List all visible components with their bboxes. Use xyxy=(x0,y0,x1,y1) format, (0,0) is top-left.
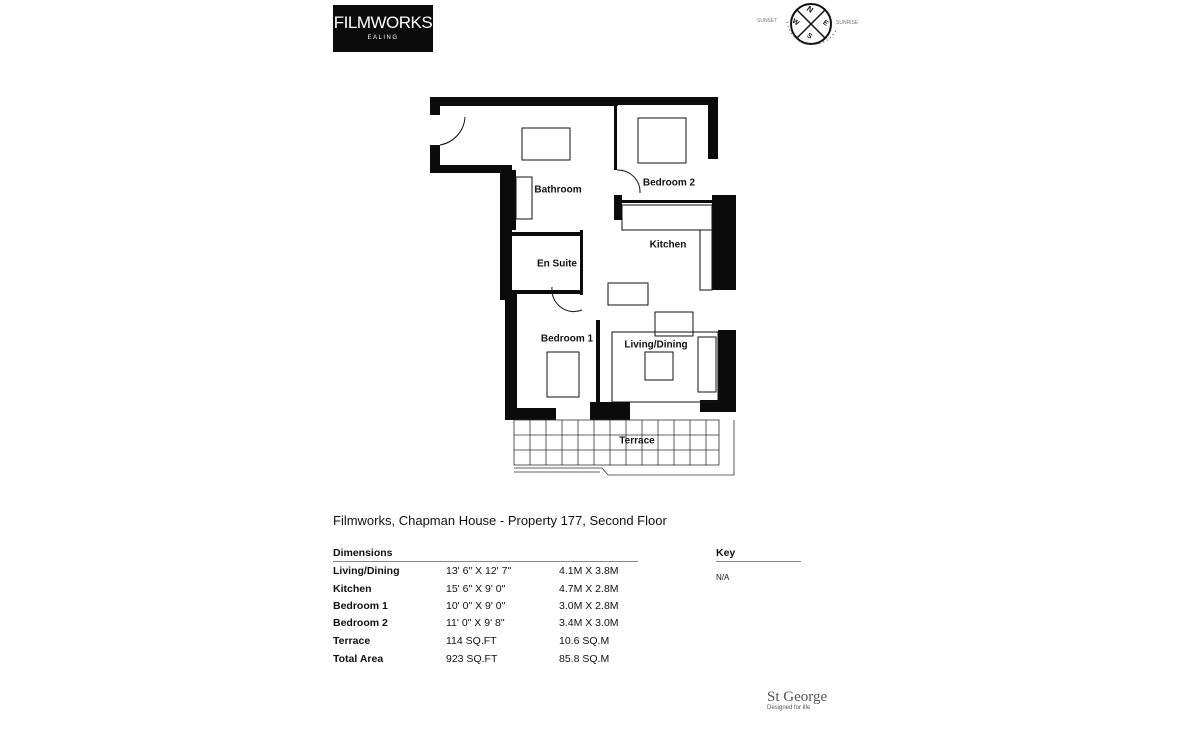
imperial-dim: 15' 6" X 9' 0" xyxy=(446,583,506,595)
sunrise-label: SUNRISE xyxy=(836,20,859,26)
room-name: Living/Dining xyxy=(333,565,400,577)
filmworks-logo: FILMWORKS EALING xyxy=(333,5,433,52)
fixtures xyxy=(439,116,719,403)
logo-name: FILMWORKS xyxy=(333,13,433,32)
dimensions-divider xyxy=(333,561,638,562)
metric-dim: 85.8 SQ.M xyxy=(559,653,610,665)
metric-dim: 3.4M X 3.0M xyxy=(559,617,619,629)
room-name: Total Area xyxy=(333,653,384,665)
room-name: Terrace xyxy=(333,635,371,647)
sunset-label: SUNSET xyxy=(757,18,778,24)
room-name: Kitchen xyxy=(333,583,372,595)
metric-dim: 4.7M X 2.8M xyxy=(559,583,619,595)
dimensions-header: Dimensions xyxy=(333,547,393,559)
room-name: Bedroom 1 xyxy=(333,600,388,612)
property-title: Filmworks, Chapman House - Property 177,… xyxy=(333,513,667,528)
imperial-dim: 923 SQ.FT xyxy=(446,653,498,665)
room-name: Bedroom 2 xyxy=(333,617,388,629)
metric-dim: 4.1M X 3.8M xyxy=(559,565,619,577)
room-label-en-suite: En Suite xyxy=(536,258,578,270)
room-label-bathroom: Bathroom xyxy=(534,184,582,196)
room-label-terrace: Terrace xyxy=(619,435,655,447)
key-value: N/A xyxy=(716,573,730,582)
imperial-dim: 10' 0" X 9' 0" xyxy=(446,600,506,612)
logo-location: EALING xyxy=(367,35,399,41)
room-label-bedroom-1: Bedroom 1 xyxy=(540,333,594,345)
metric-dim: 10.6 SQ.M xyxy=(559,635,610,647)
imperial-dim: 11' 0" X 9' 8" xyxy=(446,617,505,629)
room-label-bedroom-2: Bedroom 2 xyxy=(642,177,696,189)
key-divider xyxy=(716,561,801,562)
developer-tagline: Designed for life xyxy=(767,705,811,711)
key-header: Key xyxy=(716,547,736,559)
room-label-living-dining: Living/Dining xyxy=(624,339,688,351)
imperial-dim: 114 SQ.FT xyxy=(446,635,497,647)
metric-dim: 3.0M X 2.8M xyxy=(559,600,619,612)
terrace-tiles xyxy=(513,419,735,476)
room-label-kitchen: Kitchen xyxy=(649,239,687,251)
developer-name: St George xyxy=(767,689,828,705)
compass-icon xyxy=(786,3,837,45)
walls xyxy=(430,97,736,420)
imperial-dim: 13' 6" X 12' 7" xyxy=(446,565,512,577)
st-george-logo: St George Designed for life xyxy=(767,690,827,712)
